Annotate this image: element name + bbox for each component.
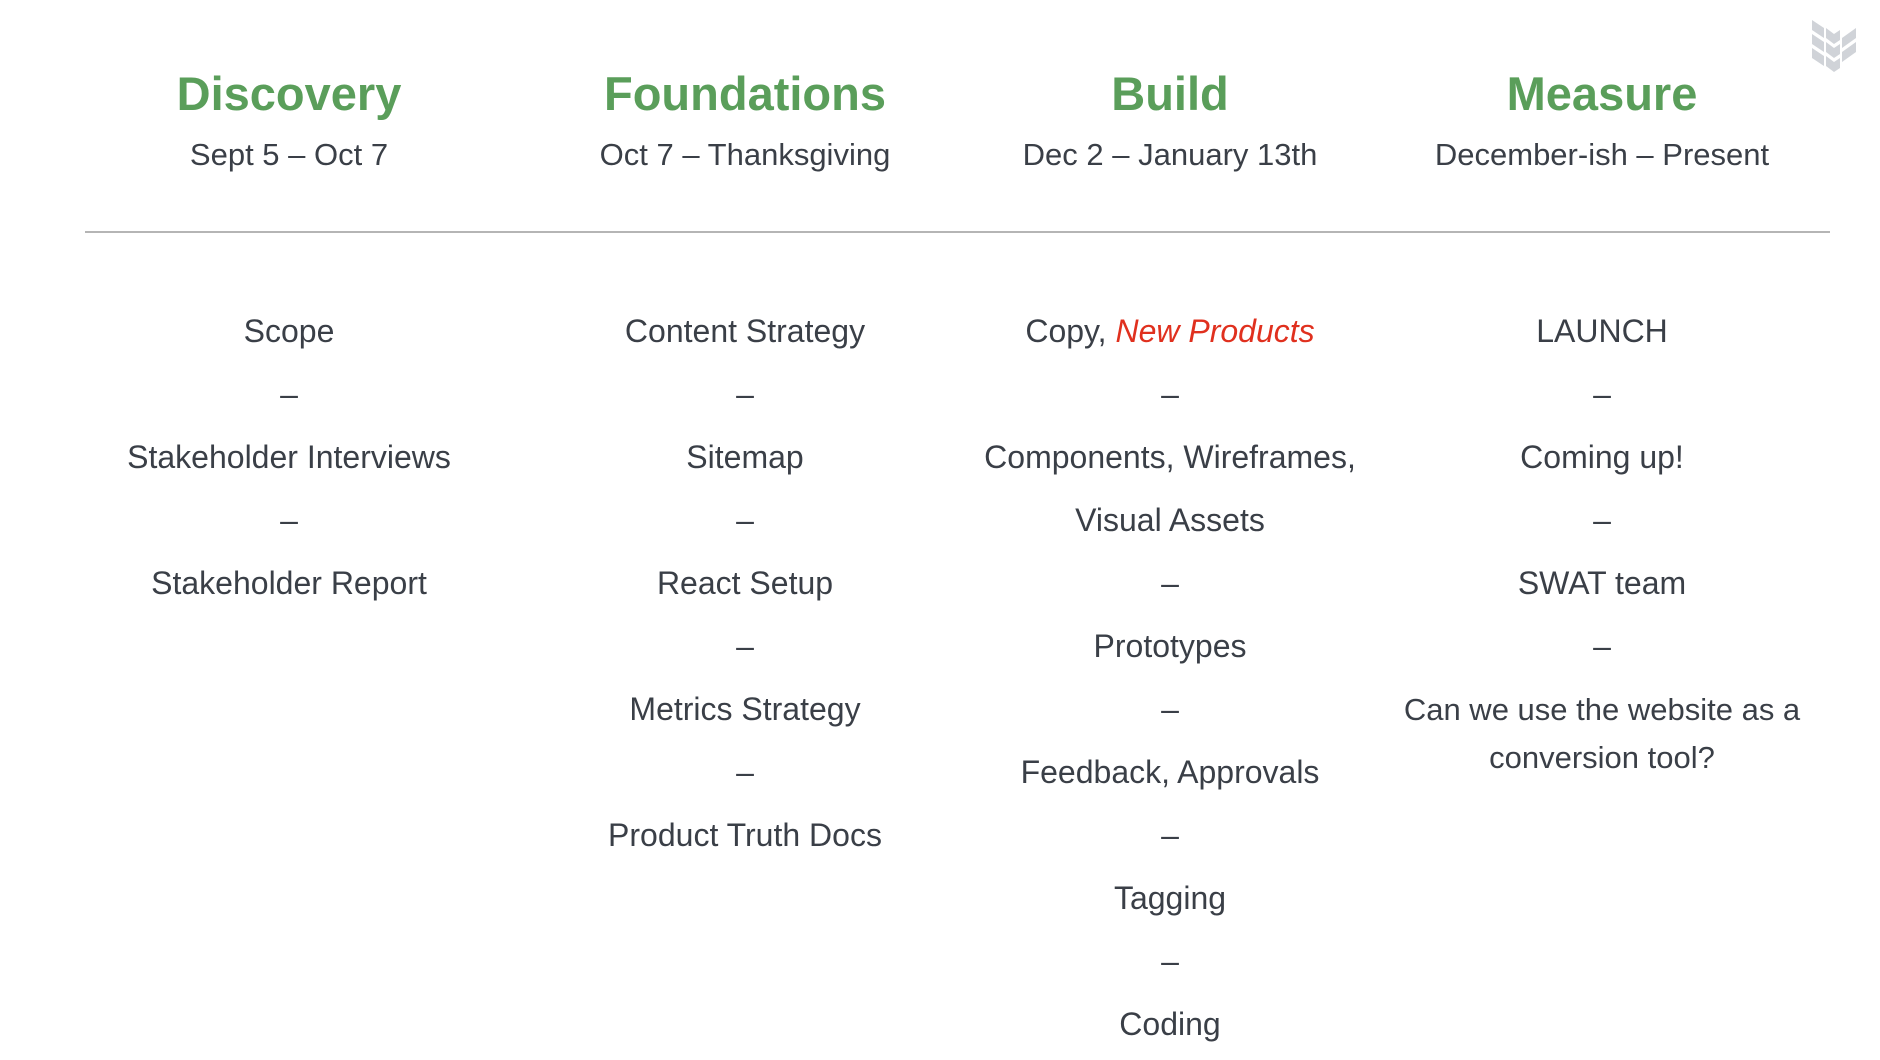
separator-dash: – — [736, 754, 754, 790]
separator-dash: – — [1593, 628, 1611, 664]
separator-dash: – — [736, 376, 754, 412]
separator-dash: – — [1161, 565, 1179, 601]
list-item: Copy, New Products — [960, 300, 1380, 363]
phase-column-foundations: Foundations Oct 7 – Thanksgiving Content… — [540, 0, 950, 1060]
phase-title: Foundations — [604, 67, 886, 120]
list-item: React Setup — [656, 565, 834, 601]
phase-items-list: LAUNCH – Coming up! – SWAT team – Can we… — [1392, 300, 1812, 789]
phase-title: Measure — [1506, 67, 1698, 120]
separator-dash: – — [1161, 817, 1179, 853]
list-item: Feedback, Approvals — [1020, 754, 1320, 790]
item-prefix: Copy, — [1025, 313, 1116, 349]
list-item: Prototypes — [1093, 628, 1247, 664]
phase-dates: Dec 2 – January 13th — [1022, 137, 1318, 172]
separator-dash: – — [1161, 376, 1179, 412]
separator-dash: – — [1593, 376, 1611, 412]
phase-column-build: Build Dec 2 – January 13th Copy, New Pro… — [960, 0, 1380, 1060]
phase-items-list: Copy, New Products – Components, Wirefra… — [960, 300, 1380, 1056]
separator-dash: – — [1161, 943, 1179, 979]
leaf-chevron-logo-icon — [1812, 20, 1856, 72]
phase-column-measure: Measure December-ish – Present LAUNCH – … — [1392, 0, 1812, 1060]
list-item: LAUNCH — [1536, 313, 1668, 349]
separator-dash: – — [280, 502, 298, 538]
list-item: Stakeholder Report — [151, 565, 427, 601]
phase-items-list: Scope – Stakeholder Interviews – Stakeho… — [84, 300, 494, 615]
header-divider — [85, 231, 1830, 233]
separator-dash: – — [736, 628, 754, 664]
list-item: Metrics Strategy — [629, 691, 861, 727]
phase-dates: Oct 7 – Thanksgiving — [599, 137, 891, 172]
separator-dash: – — [1161, 691, 1179, 727]
list-item: Sitemap — [686, 439, 804, 475]
separator-dash: – — [736, 502, 754, 538]
phase-title: Build — [1111, 67, 1229, 120]
phase-title: Discovery — [176, 67, 402, 120]
phase-items-list: Content Strategy – Sitemap – React Setup… — [540, 300, 950, 867]
list-item: Can we use the website as a conversion t… — [1403, 692, 1801, 775]
highlight-text: New Products — [1115, 313, 1315, 349]
separator-dash: – — [280, 376, 298, 412]
list-item: Stakeholder Interviews — [127, 439, 451, 475]
list-item: Scope — [243, 313, 335, 349]
list-item: SWAT team — [1517, 565, 1687, 601]
list-item: Product Truth Docs — [608, 817, 882, 853]
list-item: Tagging — [1113, 880, 1227, 916]
list-item: Content Strategy — [624, 313, 866, 349]
list-item: Coding — [1119, 1006, 1221, 1042]
list-item: Components, Wireframes, Visual Assets — [984, 439, 1356, 538]
phase-dates: Sept 5 – Oct 7 — [189, 137, 389, 172]
phase-column-discovery: Discovery Sept 5 – Oct 7 Scope – Stakeho… — [84, 0, 494, 1060]
list-item: Coming up! — [1520, 439, 1684, 475]
separator-dash: – — [1593, 502, 1611, 538]
phase-dates: December-ish – Present — [1434, 137, 1770, 172]
